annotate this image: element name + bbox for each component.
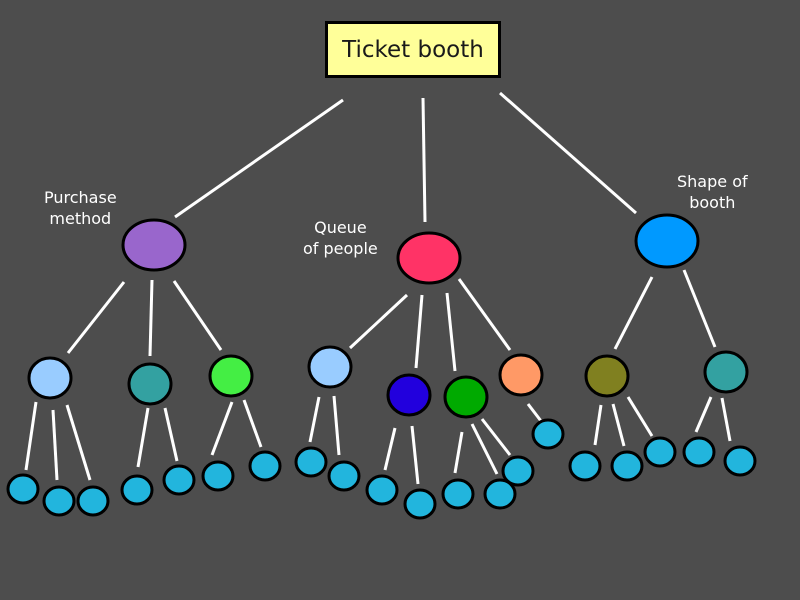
edge-category-to-child (445, 292, 457, 372)
category-label-line: of people (303, 239, 378, 258)
leaf-node[interactable] (248, 450, 282, 482)
child-node[interactable] (443, 375, 489, 419)
edge-child-to-leaf (242, 399, 263, 448)
edge-child-to-leaf (694, 396, 713, 433)
category-label-line: booth (689, 193, 736, 212)
category-label-queue-of-people: Queue of people (303, 217, 378, 259)
category-label-line: Queue (314, 218, 367, 237)
edge-child-to-leaf (593, 404, 603, 446)
edge-child-to-leaf (24, 401, 38, 471)
child-node[interactable] (127, 362, 173, 406)
edge-child-to-leaf (470, 423, 499, 475)
edge-child-to-leaf (526, 403, 543, 422)
edge-category-to-child (66, 281, 126, 354)
root-node-label: Ticket booth (342, 36, 484, 63)
child-node[interactable] (307, 345, 353, 389)
child-node[interactable] (498, 353, 544, 397)
edge-child-to-leaf (453, 431, 464, 474)
child-node[interactable] (703, 350, 749, 394)
leaf-node[interactable] (403, 488, 437, 520)
leaf-node[interactable] (6, 473, 40, 505)
edge-child-to-leaf (308, 396, 321, 443)
edge-child-to-leaf (480, 418, 512, 456)
edge-category-to-child (613, 276, 654, 350)
edge-root-to-category (174, 98, 344, 219)
edge-child-to-leaf (410, 425, 420, 485)
edge-root-to-category (421, 97, 427, 223)
leaf-node[interactable] (610, 450, 644, 482)
edges-layer (24, 91, 732, 485)
leaf-node[interactable] (162, 464, 196, 496)
leaf-node[interactable] (483, 478, 517, 510)
leaf-node[interactable] (327, 460, 361, 492)
edge-category-to-child (682, 269, 717, 348)
edge-child-to-leaf (626, 396, 654, 437)
edge-category-to-child (172, 280, 223, 351)
edge-child-to-leaf (163, 407, 179, 462)
edge-category-to-child (348, 293, 409, 350)
root-node-ticket-booth[interactable]: Ticket booth (325, 21, 501, 78)
child-node[interactable] (584, 354, 630, 398)
leaf-node[interactable] (531, 418, 565, 450)
category-label-line: Shape of (677, 172, 748, 191)
leaf-node[interactable] (643, 436, 677, 468)
leaf-node[interactable] (682, 436, 716, 468)
leaf-node[interactable] (201, 460, 235, 492)
leaf-node[interactable] (120, 474, 154, 506)
edge-child-to-leaf (332, 395, 341, 456)
edge-child-to-leaf (383, 427, 397, 471)
leaf-node[interactable] (365, 474, 399, 506)
leaf-node[interactable] (568, 450, 602, 482)
nodes-layer (6, 213, 757, 520)
category-label-line: method (49, 209, 112, 228)
edge-child-to-leaf (51, 409, 59, 481)
child-node[interactable] (208, 354, 254, 398)
edge-root-to-category (499, 91, 637, 215)
leaf-node[interactable] (294, 446, 328, 478)
edge-category-to-child (457, 278, 512, 351)
leaf-node[interactable] (441, 478, 475, 510)
edge-child-to-leaf (210, 401, 234, 456)
edge-category-to-child (414, 294, 424, 369)
category-node[interactable] (121, 218, 187, 272)
leaf-node[interactable] (42, 485, 76, 517)
edge-child-to-leaf (65, 404, 92, 481)
category-node[interactable] (396, 231, 462, 285)
leaf-node[interactable] (76, 485, 110, 517)
edge-child-to-leaf (136, 407, 150, 468)
leaf-node[interactable] (501, 455, 535, 487)
edge-child-to-leaf (611, 403, 626, 447)
edge-category-to-child (148, 279, 154, 357)
leaf-node[interactable] (723, 445, 757, 477)
category-label-line: Purchase (44, 188, 117, 207)
category-node[interactable] (634, 213, 700, 269)
category-label-shape-of-booth: Shape of booth (677, 171, 748, 213)
child-node[interactable] (27, 356, 73, 400)
child-node[interactable] (386, 373, 432, 417)
category-label-purchase-method: Purchase method (44, 187, 117, 229)
edge-child-to-leaf (720, 397, 732, 442)
